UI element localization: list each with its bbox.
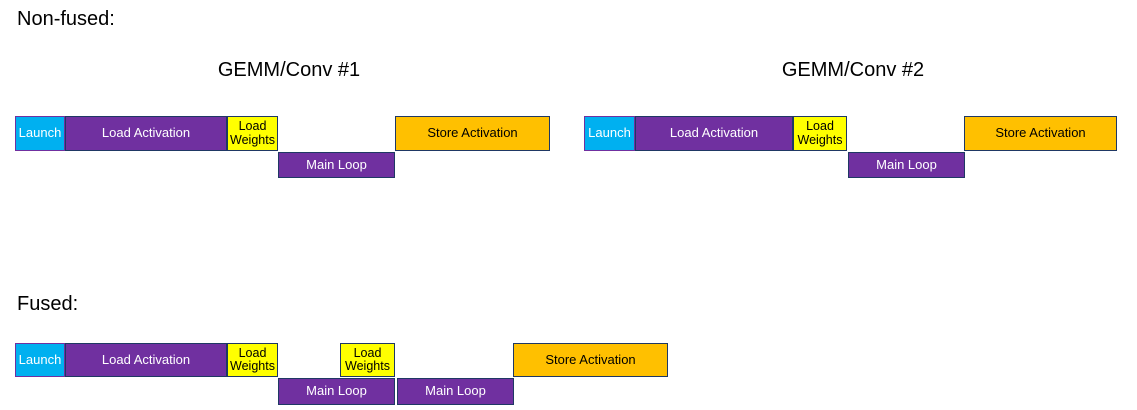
block-nonfused-1-store-activation: Store Activation xyxy=(395,116,550,151)
block-fused-load-weights-2: Load Weights xyxy=(340,343,395,377)
block-label: Load Weights xyxy=(797,119,843,147)
section-title-fused: Fused: xyxy=(17,293,79,315)
block-label: Load Weights xyxy=(230,119,275,147)
block-label: Main Loop xyxy=(876,156,937,172)
block-nonfused-2-store-activation: Store Activation xyxy=(964,116,1117,151)
block-fused-store-activation: Store Activation xyxy=(513,343,668,377)
block-label: Load Activation xyxy=(669,125,759,141)
block-label: Launch xyxy=(18,125,62,141)
group-heading-gemm-conv-2: GEMM/Conv #2 xyxy=(781,59,925,81)
block-nonfused-2-main-loop: Main Loop xyxy=(848,152,965,178)
block-label: Load Activation xyxy=(101,351,191,367)
block-nonfused-1-main-loop: Main Loop xyxy=(278,152,395,178)
block-fused-launch: Launch xyxy=(15,343,65,377)
block-nonfused-2-load-activation: Load Activation xyxy=(635,116,793,151)
block-label: Store Activation xyxy=(545,351,636,367)
block-fused-load-activation: Load Activation xyxy=(65,343,227,377)
block-nonfused-2-launch: Launch xyxy=(584,116,635,151)
block-label: Load Weights xyxy=(230,345,275,373)
block-nonfused-1-load-activation: Load Activation xyxy=(65,116,227,151)
block-label: Main Loop xyxy=(306,383,367,399)
block-label: Main Loop xyxy=(306,156,367,172)
block-label: Store Activation xyxy=(427,125,518,141)
block-label: Main Loop xyxy=(425,383,486,399)
section-title-non-fused: Non-fused: xyxy=(17,8,115,30)
block-fused-main-loop-2: Main Loop xyxy=(397,378,514,405)
block-nonfused-2-load-weights: Load Weights xyxy=(793,116,847,151)
block-label: Load Activation xyxy=(101,125,191,141)
block-nonfused-1-launch: Launch xyxy=(15,116,65,151)
block-fused-main-loop-1: Main Loop xyxy=(278,378,395,405)
block-fused-load-weights-1: Load Weights xyxy=(227,343,278,377)
block-label: Store Activation xyxy=(995,125,1086,141)
block-label: Load Weights xyxy=(345,345,390,373)
block-label: Launch xyxy=(18,351,62,367)
block-nonfused-1-load-weights: Load Weights xyxy=(227,116,278,151)
group-heading-gemm-conv-1: GEMM/Conv #1 xyxy=(217,59,361,81)
block-label: Launch xyxy=(588,125,631,141)
